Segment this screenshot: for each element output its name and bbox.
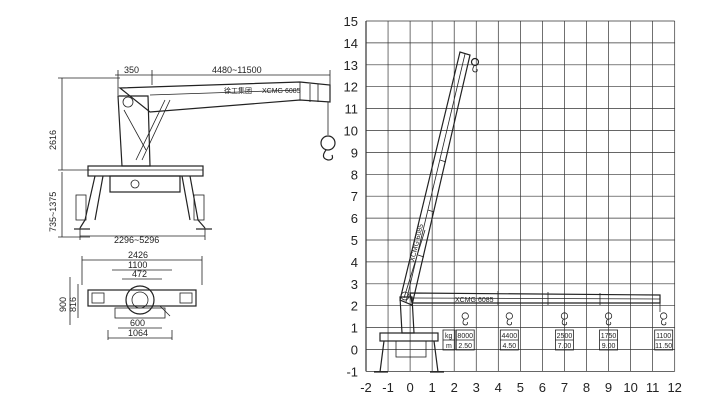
hook-block-icon (320, 135, 336, 151)
load-entry: 8000 2.50 (455, 312, 475, 351)
dim-height: 2616 (48, 130, 58, 150)
x-tick-label: 10 (623, 380, 637, 395)
x-tick-label: 12 (667, 380, 681, 395)
dim-height-b: 816 (68, 297, 78, 312)
chart-crane: XCMG 6085 XCMG 6085 (374, 51, 661, 373)
load-m: 4.50 (503, 343, 517, 350)
dim-boom-offset: 350 (124, 65, 139, 75)
model-plate: XCMG 6085 (262, 88, 301, 95)
key-kg: kg (445, 333, 453, 340)
y-tick-label: 11 (345, 102, 359, 117)
y-tick-label: 15 (344, 14, 358, 29)
x-tick-label: -2 (360, 380, 372, 395)
key-m: m (446, 343, 452, 350)
load-hook-tail (661, 318, 667, 326)
raised-boom (399, 51, 471, 306)
y-tick-label: -1 (346, 364, 358, 379)
base-housing (109, 175, 181, 193)
dim-width-overall: 2426 (128, 250, 148, 260)
dim-height-a: 900 (58, 297, 68, 312)
load-kg: 8000 (457, 333, 473, 340)
load-hook-icon (505, 312, 513, 320)
base-frame (87, 165, 204, 177)
load-entry: 1750 9.00 (599, 312, 618, 351)
load-kg: 2500 (557, 333, 573, 340)
load-hook-icon (461, 312, 469, 320)
y-tick-label: 0 (351, 343, 358, 358)
x-tick-label: 11 (646, 380, 660, 395)
load-hook-tail (561, 318, 568, 326)
y-tick-label: 2 (351, 299, 358, 314)
load-hook-icon (604, 312, 613, 320)
x-tick-label: 0 (406, 380, 413, 395)
y-tick-label: 5 (351, 233, 358, 248)
load-m: 2.50 (458, 343, 472, 350)
load-entry: 2500 7.00 (555, 312, 574, 351)
load-m: 11.50 (655, 343, 672, 350)
load-hook-icon (560, 312, 569, 320)
dim-outrigger-span: 2296~5296 (114, 235, 159, 245)
load-hook-icon (660, 312, 668, 320)
load-hook-tail (605, 318, 612, 326)
load-m: 9.00 (602, 343, 616, 350)
load-hook-tail (506, 318, 512, 326)
boom (118, 81, 331, 113)
dim-outrigger-height: 735~1375 (48, 192, 58, 232)
y-tick-label: 9 (351, 145, 358, 160)
load-table: kg m 8000 2.50 4400 4.50 2500 7.00 1750 9.00 110… (442, 312, 674, 351)
x-tick-label: 4 (495, 380, 502, 395)
load-hook-tail (462, 318, 468, 326)
dim-boom-length: 4480~11500 (212, 65, 262, 75)
y-tick-label: 3 (351, 277, 358, 292)
x-tick-label: 5 (517, 380, 524, 395)
load-kg: 1750 (601, 333, 617, 340)
load-entry: 4400 4.50 (499, 312, 519, 351)
top-frame (87, 289, 197, 307)
load-chart-grid (365, 20, 676, 372)
dim-base-b: 1064 (128, 328, 148, 338)
chart-crane-legs (379, 340, 439, 373)
x-tick-label: 8 (583, 380, 590, 395)
y-tick-label: 1 (351, 321, 358, 336)
column (117, 95, 151, 167)
load-kg: 4400 (502, 333, 518, 340)
y-tick-label: 7 (351, 189, 358, 204)
horizontal-boom-label: XCMG 6085 (455, 297, 494, 304)
brand-mark: 徐工集团 (224, 86, 252, 95)
x-tick-label: 3 (473, 380, 480, 395)
y-tick-label: 4 (351, 255, 358, 270)
y-tick-label: 12 (344, 80, 358, 95)
y-tick-label: 13 (344, 58, 358, 73)
chart-crane-base (379, 332, 439, 342)
dim-width-b: 472 (132, 269, 147, 279)
y-tick-label: 6 (351, 211, 358, 226)
x-tick-label: 6 (539, 380, 546, 395)
top-view: 2426 1100 472 900 816 600 1064 (58, 250, 203, 340)
side-view: 350 4480~11500 2616 735~1375 2296~5296 (48, 65, 336, 245)
load-kg: 1100 (656, 333, 671, 340)
chart-crane-column (399, 296, 415, 334)
x-tick-label: 9 (605, 380, 612, 395)
x-tick-label: 1 (429, 380, 436, 395)
hook-icon (322, 149, 334, 161)
load-entry: 1100 11.50 (654, 312, 674, 351)
y-tick-label: 14 (344, 36, 358, 51)
y-tick-label: 10 (344, 124, 358, 139)
x-tick-label: 7 (561, 380, 568, 395)
slewing-ring (125, 285, 155, 315)
y-tick-label: 8 (351, 167, 358, 182)
load-key: kg m (442, 329, 456, 351)
load-m: 7.00 (558, 343, 572, 350)
x-tick-label: -1 (382, 380, 394, 395)
raised-hook-icon (470, 57, 480, 67)
dim-width-a: 1100 (128, 260, 147, 270)
dim-base-a: 600 (130, 318, 145, 328)
x-tick-label: 2 (451, 380, 458, 395)
